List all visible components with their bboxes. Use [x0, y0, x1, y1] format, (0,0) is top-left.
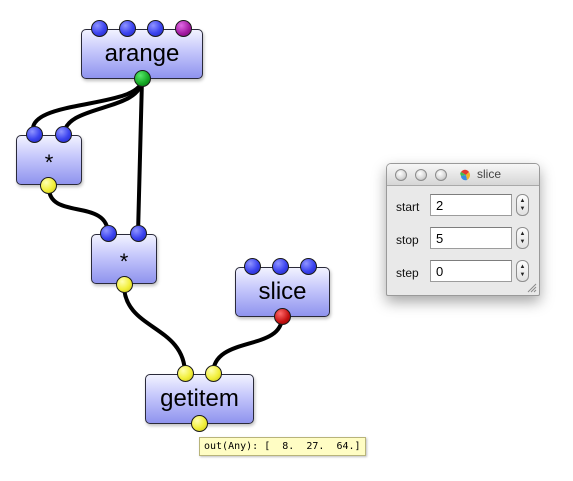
multiply-2-input-port-a[interactable] — [100, 225, 117, 242]
getitem-input-port-a[interactable] — [177, 365, 194, 382]
arange-input-port-3[interactable] — [147, 20, 164, 37]
output-value-tooltip: out(Any): [ 8. 27. 64.] — [199, 437, 366, 456]
stop-stepper[interactable]: ▲ ▼ — [516, 227, 529, 249]
multiply-2-output-port[interactable] — [116, 276, 133, 293]
stepper-up-icon[interactable]: ▲ — [519, 230, 526, 237]
resize-grip-icon[interactable] — [527, 283, 537, 293]
start-input[interactable] — [430, 194, 512, 216]
inspector-body: start ▲ ▼ stop ▲ ▼ step ▲ ▼ — [387, 186, 539, 293]
stepper-up-icon[interactable]: ▲ — [519, 197, 526, 204]
stepper-down-icon[interactable]: ▼ — [519, 206, 526, 213]
slice-input-port-2[interactable] — [272, 258, 289, 275]
node-slice-label: slice — [258, 278, 307, 305]
node-arange-label: arange — [104, 40, 180, 67]
wire-arange-to-mul1-b — [62, 77, 144, 137]
module-icon — [460, 169, 471, 180]
inspector-titlebar[interactable]: slice — [387, 164, 539, 186]
multiply-1-input-port-b[interactable] — [55, 126, 72, 143]
field-row-start: start ▲ ▼ — [387, 194, 539, 227]
slice-input-port-3[interactable] — [300, 258, 317, 275]
arange-input-port-4[interactable] — [175, 20, 192, 37]
field-row-stop: stop ▲ ▼ — [387, 227, 539, 260]
stop-input[interactable] — [430, 227, 512, 249]
wire-arange-to-mul2-b — [136, 77, 144, 236]
slice-input-port-1[interactable] — [244, 258, 261, 275]
window-close-button[interactable] — [395, 169, 407, 181]
multiply-2-input-port-b[interactable] — [130, 225, 147, 242]
field-label-stop: stop — [396, 233, 419, 247]
field-label-start: start — [396, 200, 420, 214]
window-minimize-button[interactable] — [415, 169, 427, 181]
field-row-step: step ▲ ▼ — [387, 260, 539, 293]
arange-input-port-2[interactable] — [119, 20, 136, 37]
arange-input-port-1[interactable] — [91, 20, 108, 37]
slice-output-port[interactable] — [274, 308, 291, 325]
node-multiply-2-label: * — [119, 249, 129, 274]
step-stepper[interactable]: ▲ ▼ — [516, 260, 529, 282]
node-multiply-1-label: * — [44, 150, 54, 175]
stepper-up-icon[interactable]: ▲ — [519, 263, 526, 270]
getitem-output-port[interactable] — [191, 415, 208, 432]
slice-inspector-window[interactable]: slice start ▲ ▼ stop ▲ ▼ step ▲ ▼ — [386, 163, 540, 296]
wire-mul1-to-mul2-a — [47, 186, 110, 236]
field-label-step: step — [396, 266, 419, 280]
getitem-input-port-b[interactable] — [205, 365, 222, 382]
step-input[interactable] — [430, 260, 512, 282]
multiply-1-input-port-a[interactable] — [26, 126, 43, 143]
window-zoom-button[interactable] — [435, 169, 447, 181]
multiply-1-output-port[interactable] — [40, 177, 57, 194]
wire-arange-to-mul1-a — [31, 77, 144, 137]
stepper-down-icon[interactable]: ▼ — [519, 239, 526, 246]
start-stepper[interactable]: ▲ ▼ — [516, 194, 529, 216]
inspector-title: slice — [477, 167, 502, 181]
wire-slice-to-getitem-b — [211, 315, 284, 376]
wire-mul2-to-getitem-a — [122, 283, 187, 376]
arange-output-port[interactable] — [134, 70, 151, 87]
node-getitem-label: getitem — [160, 385, 239, 412]
node-multiply-1[interactable]: * — [16, 135, 82, 185]
stepper-down-icon[interactable]: ▼ — [519, 272, 526, 279]
